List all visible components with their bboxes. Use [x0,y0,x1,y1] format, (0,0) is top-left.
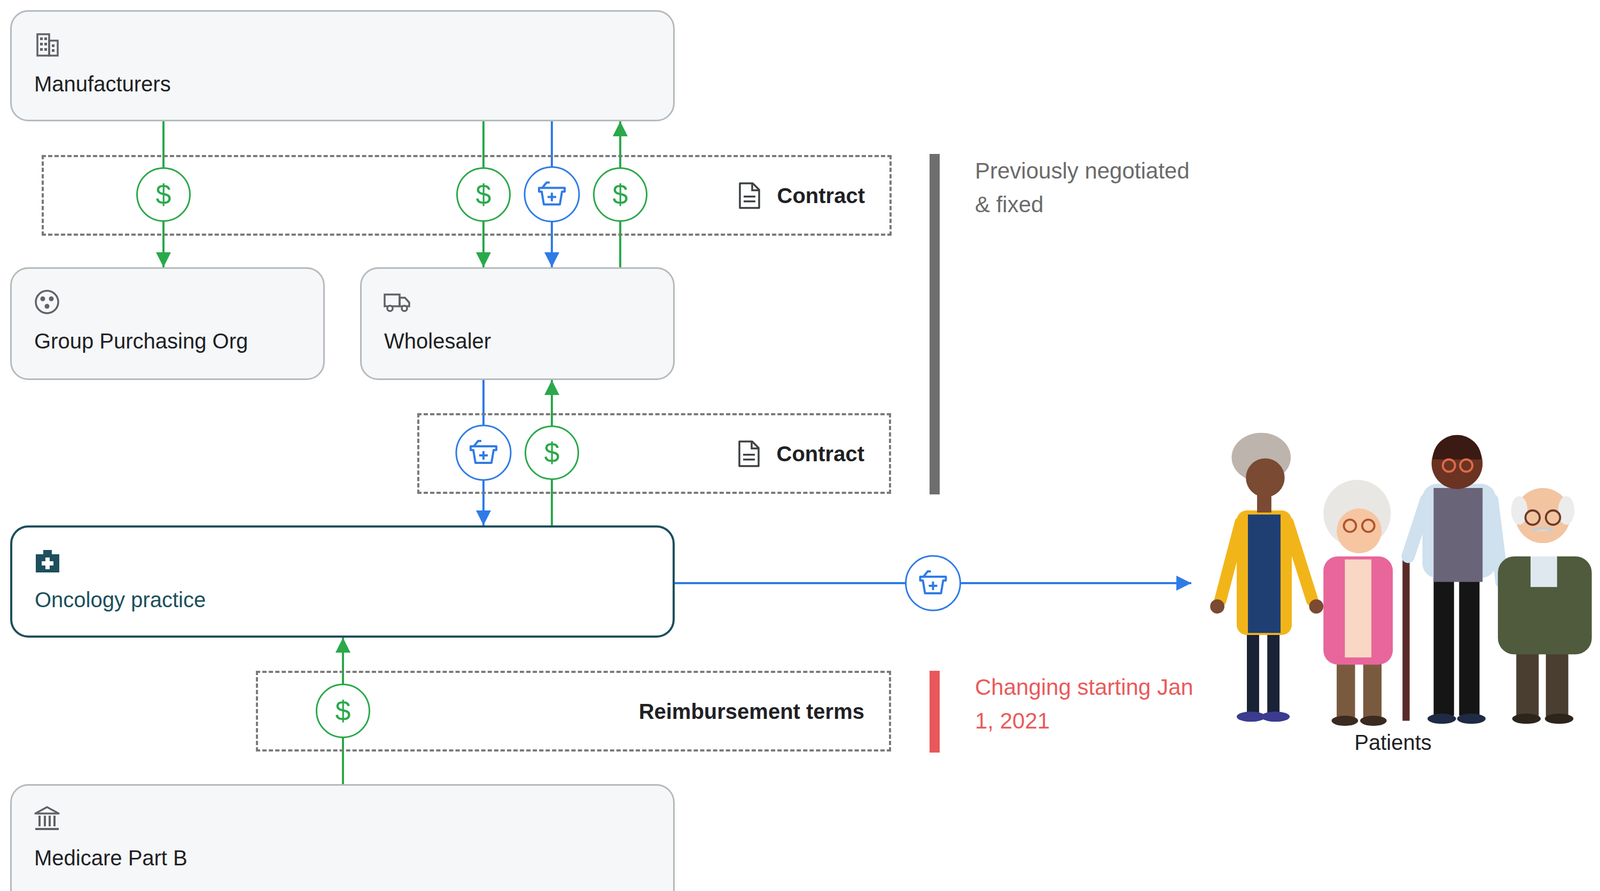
annotation-note: Changing starting Jan 1, 2021 [974,669,1200,738]
bracket-bar [929,670,940,753]
annotation-note: Previously negotiated & fixed [974,153,1200,222]
entity-box: Wholesaler [360,267,675,380]
drug-icon [524,167,580,222]
entity-box: Oncology practice [10,525,675,638]
building-icon [33,30,61,59]
patients-illustration [1210,432,1592,726]
node-label: Manufacturers [34,71,652,97]
drug-icon [906,555,961,611]
doc-icon [737,181,762,210]
doc-icon [737,439,761,468]
band-title: Reimbursement terms [638,698,865,724]
truck-icon [383,287,411,316]
entity-box: Group Purchasing Org [10,267,325,380]
payment-label: $ [136,167,191,222]
contract-band: Contract [417,412,892,494]
node-label: Wholesaler [384,328,652,354]
hosp-icon [33,546,62,575]
band-title: Contract [776,441,865,466]
band-title: Contract [777,183,865,208]
node-label: Patients [1354,729,1432,755]
payment-label: $ [524,425,580,480]
node-label: Oncology practice [34,587,652,612]
payment-label: $ [315,683,371,738]
payment-label: $ [592,167,648,222]
bank-icon [33,804,61,833]
payment-label: $ [456,167,511,222]
entity-box: Medicare Part B [10,783,675,891]
drug-icon [456,425,511,480]
node-label: Medicare Part B [34,845,652,870]
patients-group: Patients [1191,436,1595,755]
entity-box: Manufacturers [10,10,675,122]
bracket-bar [929,153,940,495]
node-label: Group Purchasing Org [34,328,302,354]
gpo-icon [33,287,61,316]
